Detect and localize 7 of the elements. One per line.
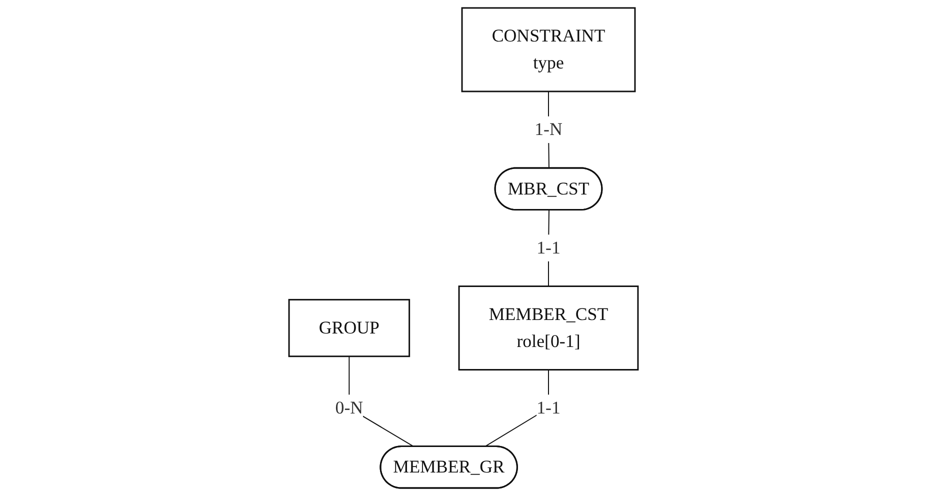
node-box: GROUP: [288, 298, 410, 358]
edge-label: 1-1: [536, 398, 560, 418]
node-box: MEMBER_CST role[0-1]: [458, 286, 639, 370]
edge-label: 1-N: [534, 119, 562, 140]
node-box: CONSTRAINT type: [461, 7, 636, 92]
edge-label: 1-1: [536, 238, 560, 258]
edge-label: 0-N: [335, 398, 364, 418]
